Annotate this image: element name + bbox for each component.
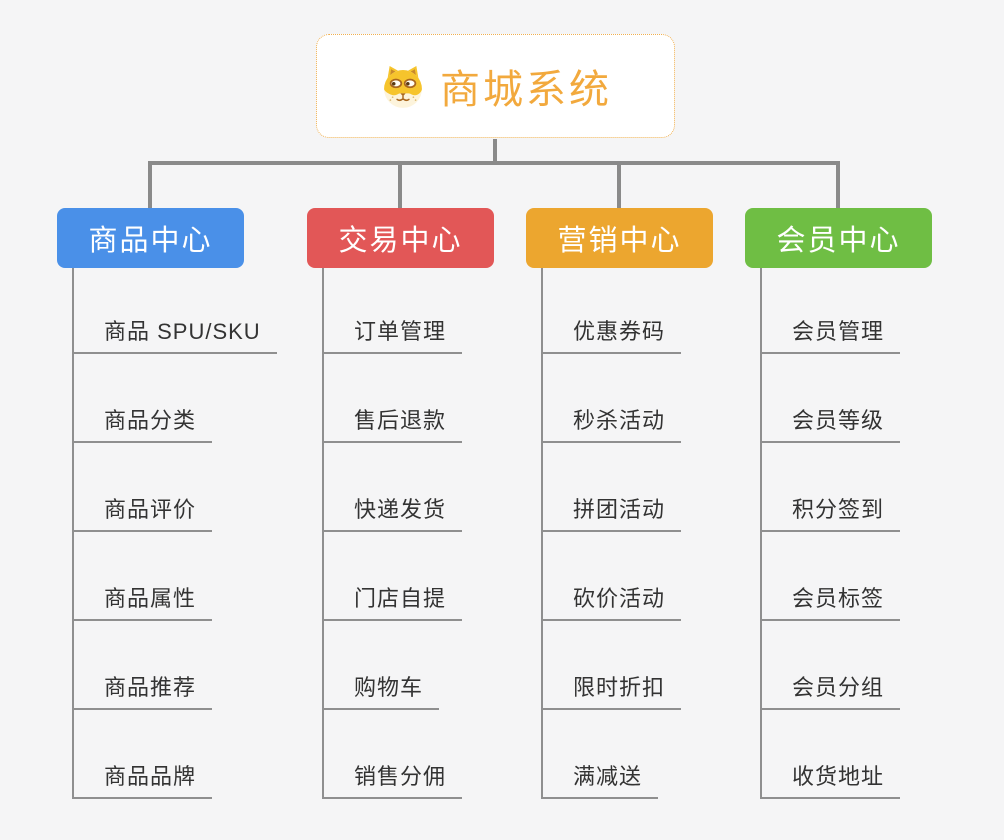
node-item[interactable]: 门店自提 xyxy=(322,532,494,621)
branch-trade-center: 交易中心 订单管理 售后退款 快递发货 门店自提 购物车 销售分佣 xyxy=(307,208,494,799)
node-item[interactable]: 商品品牌 xyxy=(72,710,244,799)
connector-drop-product xyxy=(148,161,152,208)
node-item[interactable]: 商品 SPU/SKU xyxy=(72,268,277,354)
node-item[interactable]: 会员等级 xyxy=(760,354,932,443)
node-item[interactable]: 会员管理 xyxy=(760,268,932,354)
branch-product-center: 商品中心 商品 SPU/SKU 商品分类 商品评价 商品属性 商品推荐 商品品牌 xyxy=(57,208,277,799)
node-item[interactable]: 会员标签 xyxy=(760,532,932,621)
node-item[interactable]: 购物车 xyxy=(322,621,494,710)
node-item[interactable]: 限时折扣 xyxy=(541,621,713,710)
node-item[interactable]: 订单管理 xyxy=(322,268,494,354)
node-item[interactable]: 拼团活动 xyxy=(541,443,713,532)
branch-marketing-center: 营销中心 优惠券码 秒杀活动 拼团活动 砍价活动 限时折扣 满减送 xyxy=(526,208,713,799)
branch-connector-line xyxy=(760,268,762,799)
branch-header-trade-center[interactable]: 交易中心 xyxy=(307,208,494,268)
branch-connector-line xyxy=(541,268,543,799)
node-item[interactable]: 会员分组 xyxy=(760,621,932,710)
branch-header-member-center[interactable]: 会员中心 xyxy=(745,208,932,268)
node-item[interactable]: 快递发货 xyxy=(322,443,494,532)
connector-drop-trade xyxy=(398,161,402,208)
node-item[interactable]: 积分签到 xyxy=(760,443,932,532)
node-item[interactable]: 商品评价 xyxy=(72,443,244,532)
node-item[interactable]: 收货地址 xyxy=(760,710,932,799)
root-title: 商城系统 xyxy=(440,68,612,112)
node-item[interactable]: 满减送 xyxy=(541,710,713,799)
node-item[interactable]: 秒杀活动 xyxy=(541,354,713,443)
branch-member-center: 会员中心 会员管理 会员等级 积分签到 会员标签 会员分组 收货地址 xyxy=(745,208,932,799)
branch-header-marketing-center[interactable]: 营销中心 xyxy=(526,208,713,268)
node-item[interactable]: 商品分类 xyxy=(72,354,244,443)
node-item[interactable]: 优惠券码 xyxy=(541,268,713,354)
connector-bus xyxy=(148,161,840,165)
node-item[interactable]: 砍价活动 xyxy=(541,532,713,621)
root-node[interactable]: 商城系统 xyxy=(316,34,675,138)
node-item[interactable]: 销售分佣 xyxy=(322,710,494,799)
branch-connector-line xyxy=(322,268,324,799)
node-item[interactable]: 售后退款 xyxy=(322,354,494,443)
dog-face-icon xyxy=(384,65,422,108)
branch-connector-line xyxy=(72,268,74,799)
connector-root-drop xyxy=(493,139,497,162)
connector-drop-marketing xyxy=(617,161,621,208)
connector-drop-member xyxy=(836,161,840,208)
node-item[interactable]: 商品推荐 xyxy=(72,621,244,710)
node-item[interactable]: 商品属性 xyxy=(72,532,244,621)
branch-header-product-center[interactable]: 商品中心 xyxy=(57,208,244,268)
